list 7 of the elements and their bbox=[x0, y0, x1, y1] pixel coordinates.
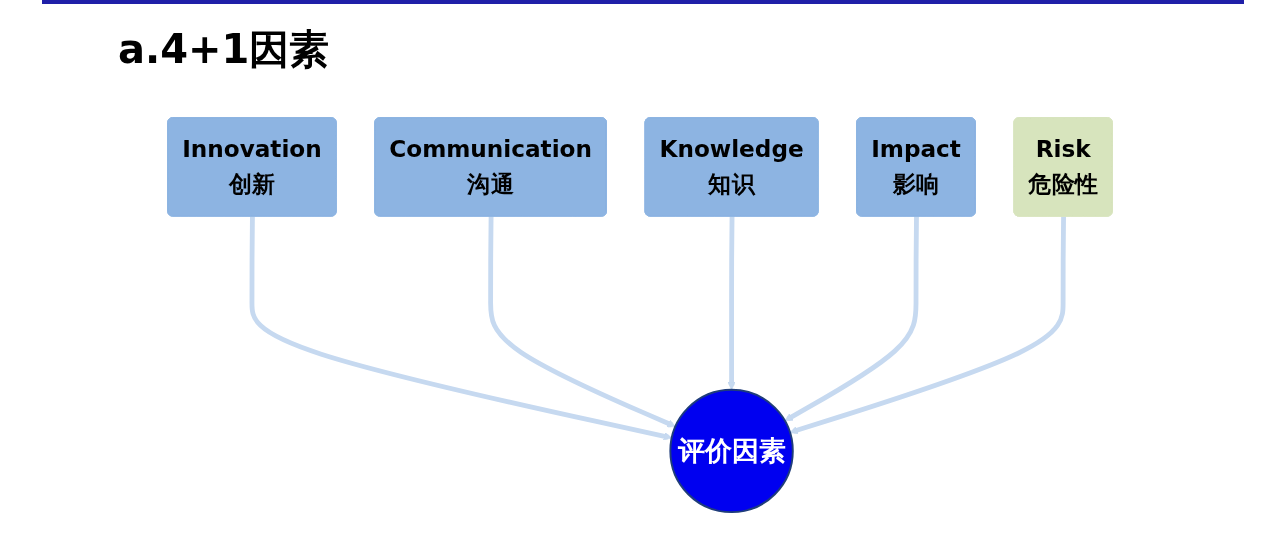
arrow bbox=[249, 216, 673, 441]
arrow bbox=[727, 216, 736, 391]
arrow bbox=[784, 216, 919, 422]
node-circle: 评价因素 bbox=[669, 388, 794, 514]
slide-title: a.4+1因素 bbox=[118, 25, 330, 74]
arrow bbox=[488, 216, 676, 428]
arrow bbox=[789, 216, 1066, 435]
